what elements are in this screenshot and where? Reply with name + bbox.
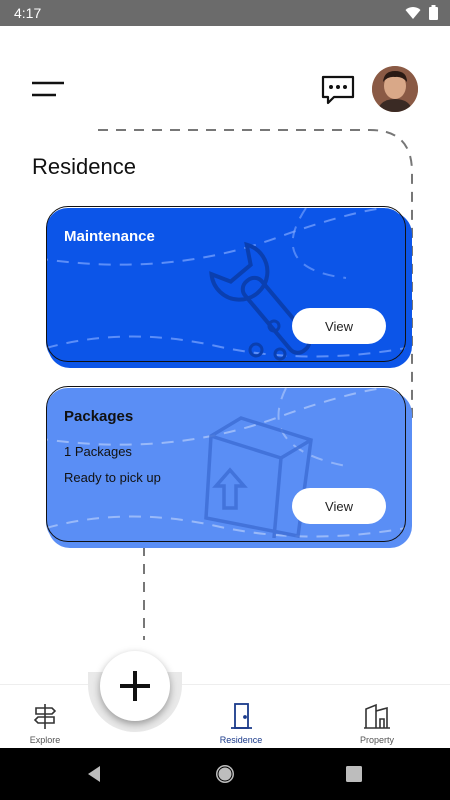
chat-bubble-icon bbox=[321, 75, 355, 105]
maintenance-card[interactable]: Maintenance View bbox=[46, 208, 406, 364]
signpost-icon bbox=[33, 704, 57, 729]
status-time: 4:17 bbox=[14, 5, 42, 21]
messages-button[interactable] bbox=[320, 74, 356, 106]
packages-view-button[interactable]: View bbox=[292, 488, 386, 524]
home-button[interactable] bbox=[213, 762, 237, 786]
nav-label-property: Property bbox=[359, 735, 394, 745]
page-title: Residence bbox=[32, 154, 136, 179]
nav-item-explore[interactable]: Explore bbox=[0, 685, 90, 749]
nav-item-property[interactable]: Property bbox=[332, 685, 422, 749]
recents-button[interactable] bbox=[342, 762, 366, 786]
menu-button[interactable] bbox=[28, 76, 68, 104]
user-avatar-icon bbox=[372, 66, 418, 112]
status-bar: 4:17 bbox=[0, 0, 450, 26]
packages-status: Ready to pick up bbox=[64, 470, 161, 485]
system-nav-bar bbox=[0, 748, 450, 800]
maintenance-view-button[interactable]: View bbox=[292, 308, 386, 344]
recents-square-icon bbox=[346, 766, 362, 782]
packages-card[interactable]: Packages 1 Packages Ready to pick up Vie… bbox=[46, 388, 406, 544]
home-circle-icon bbox=[216, 765, 234, 783]
plus-icon bbox=[120, 671, 150, 701]
hamburger-icon bbox=[32, 81, 64, 97]
back-triangle-icon bbox=[88, 766, 100, 782]
building-icon bbox=[364, 703, 390, 729]
add-button[interactable] bbox=[100, 651, 170, 721]
bottom-nav: Explore Residence Property bbox=[0, 684, 450, 749]
avatar[interactable] bbox=[372, 66, 418, 112]
door-icon bbox=[231, 703, 252, 729]
nav-label-explore: Explore bbox=[29, 735, 61, 745]
nav-item-residence[interactable]: Residence bbox=[196, 685, 286, 749]
status-icons bbox=[405, 5, 438, 20]
back-button[interactable] bbox=[82, 762, 106, 786]
battery-icon bbox=[429, 5, 438, 20]
packages-title: Packages bbox=[64, 408, 134, 425]
packages-count: 1 Packages bbox=[64, 444, 132, 459]
wifi-icon bbox=[405, 6, 421, 19]
nav-label-residence: Residence bbox=[219, 735, 263, 745]
maintenance-title: Maintenance bbox=[64, 228, 155, 245]
